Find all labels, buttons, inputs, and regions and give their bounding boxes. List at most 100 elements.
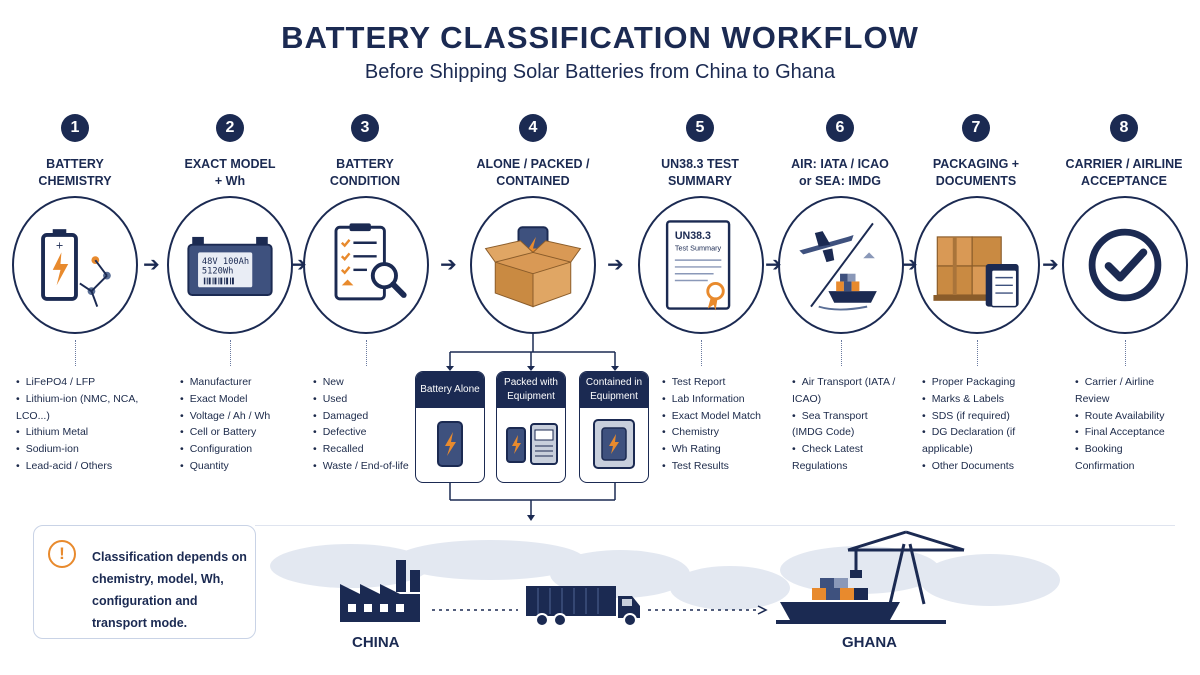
battery-model-icon: 48V 100Ah 5120Wh bbox=[167, 196, 293, 334]
battery-chemistry-icon: + bbox=[12, 196, 138, 334]
packed-with-equipment-icon bbox=[506, 423, 558, 465]
destination-label: GHANA bbox=[842, 634, 897, 651]
boxes-documents-icon bbox=[914, 196, 1040, 334]
dotted-connector bbox=[841, 340, 842, 366]
document-title-text: UN38.3 bbox=[675, 230, 711, 242]
dotted-connector bbox=[701, 340, 702, 366]
flow-arrow-icon: ➔ bbox=[290, 254, 307, 276]
step-number: 8 bbox=[1110, 114, 1138, 142]
step-7: 7 PACKAGING + DOCUMENTS bbox=[911, 114, 1041, 190]
plane-ship-icon bbox=[778, 196, 904, 334]
step-label: AIR: IATA / ICAO or SEA: IMDG bbox=[775, 156, 905, 190]
step-3-bullet-list: New Used Damaged Defective Recalled Wast… bbox=[313, 374, 418, 475]
dotted-connector bbox=[366, 340, 367, 366]
note-line: chemistry, model, Wh, bbox=[92, 572, 224, 586]
step-label-line: CARRIER / AIRLINE bbox=[1065, 157, 1183, 171]
list-item: Lead-acid / Others bbox=[16, 458, 166, 475]
open-box-battery-icon bbox=[470, 196, 596, 334]
step-label: PACKAGING + DOCUMENTS bbox=[911, 156, 1041, 190]
list-item: Defective bbox=[313, 424, 418, 441]
list-item: LiFePO4 / LFP bbox=[16, 374, 166, 391]
list-item: Check Latest Regulations bbox=[792, 441, 897, 475]
list-item: SDS (if required) bbox=[922, 408, 1030, 425]
list-item: Proper Packaging bbox=[922, 374, 1030, 391]
list-item: Voltage / Ah / Wh bbox=[180, 408, 300, 425]
list-item: Sodium-ion bbox=[16, 441, 166, 458]
step-6-bullet-list: Air Transport (IATA / ICAO) Sea Transpor… bbox=[792, 374, 897, 475]
step-label: UN38.3 TEST SUMMARY bbox=[635, 156, 765, 190]
step-number: 2 bbox=[216, 114, 244, 142]
step-1-bullet-list: LiFePO4 / LFP Lithium-ion (NMC, NCA, LCO… bbox=[16, 374, 166, 475]
option-label: Packed with Equipment bbox=[497, 372, 565, 408]
step-number: 4 bbox=[519, 114, 547, 142]
note-line: Classification depends on bbox=[92, 550, 247, 564]
step-number: 3 bbox=[351, 114, 379, 142]
flow-arrow-icon: ➔ bbox=[440, 254, 457, 276]
step-4: 4 ALONE / PACKED / CONTAINED bbox=[468, 114, 598, 190]
note-text: Classification depends on chemistry, mod… bbox=[92, 546, 252, 634]
list-item: DG Declaration (if applicable) bbox=[922, 424, 1030, 458]
step-label-line: EXACT MODEL bbox=[184, 157, 276, 171]
dotted-connector bbox=[977, 340, 978, 366]
list-item: Recalled bbox=[313, 441, 418, 458]
dotted-connector bbox=[230, 340, 231, 366]
step-label-line: AIR: IATA / ICAO bbox=[791, 157, 889, 171]
step-number: 5 bbox=[686, 114, 714, 142]
flow-arrow-icon: ➔ bbox=[901, 254, 918, 276]
document-subtitle-text: Test Summary bbox=[675, 243, 722, 252]
step-label-line: ALONE / PACKED / bbox=[476, 157, 590, 171]
step-label-line: CHEMISTRY bbox=[38, 174, 112, 188]
step-label-line: or SEA: IMDG bbox=[799, 174, 881, 188]
list-item: Quantity bbox=[180, 458, 300, 475]
step-label-line: CONTAINED bbox=[496, 174, 570, 188]
option-battery-alone: Battery Alone bbox=[415, 371, 485, 483]
list-item: Waste / End-of-life bbox=[313, 458, 418, 475]
flow-arrow-icon: ➔ bbox=[143, 254, 160, 276]
shipping-route-illustration bbox=[270, 530, 1060, 627]
truck-icon bbox=[526, 586, 640, 627]
step-1: 1 BATTERY CHEMISTRY bbox=[10, 114, 140, 190]
step-label: BATTERY CONDITION bbox=[300, 156, 430, 190]
exclamation-icon: ! bbox=[48, 540, 76, 568]
step-5-bullet-list: Test Report Lab Information Exact Model … bbox=[662, 374, 774, 475]
check-circle-icon bbox=[1062, 196, 1188, 334]
page-title: BATTERY CLASSIFICATION WORKFLOW bbox=[281, 20, 919, 55]
step-8: 8 CARRIER / AIRLINE ACCEPTANCE bbox=[1059, 114, 1189, 190]
contained-in-equipment-icon bbox=[593, 419, 635, 469]
factory-icon bbox=[340, 560, 420, 622]
list-item: Lithium-ion (NMC, NCA, LCO...) bbox=[16, 391, 166, 425]
option-packed-with-equipment: Packed with Equipment bbox=[496, 371, 566, 483]
step-label-line: CONDITION bbox=[329, 174, 401, 188]
list-item: Other Documents bbox=[922, 458, 1030, 475]
list-item: Lab Information bbox=[662, 391, 774, 408]
step-label-line: UN38.3 TEST bbox=[661, 157, 739, 171]
list-item: Exact Model bbox=[180, 391, 300, 408]
battery-label-text: 5120Wh bbox=[202, 267, 233, 277]
list-item: Configuration bbox=[180, 441, 300, 458]
step-label: BATTERY CHEMISTRY bbox=[10, 156, 140, 190]
checklist-magnifier-icon bbox=[303, 196, 429, 334]
list-item: Wh Rating bbox=[662, 441, 774, 458]
step-number: 7 bbox=[962, 114, 990, 142]
port-crane-ship-icon bbox=[776, 530, 965, 624]
step-5: 5 UN38.3 TEST SUMMARY bbox=[635, 114, 765, 190]
svg-text:+: + bbox=[55, 241, 63, 252]
step-label-line: ACCEPTANCE bbox=[1081, 174, 1167, 188]
list-item: Exact Model Match bbox=[662, 408, 774, 425]
step-number: 1 bbox=[61, 114, 89, 142]
step-2-bullet-list: Manufacturer Exact Model Voltage / Ah / … bbox=[180, 374, 300, 475]
step-6: 6 AIR: IATA / ICAO or SEA: IMDG bbox=[775, 114, 905, 190]
battery-label-text: 48V 100Ah bbox=[202, 257, 249, 267]
step-label-line: DOCUMENTS bbox=[935, 174, 1017, 188]
option-contained-in-equipment: Contained in Equipment bbox=[579, 371, 649, 483]
note-line: configuration and bbox=[92, 594, 198, 608]
step-label: ALONE / PACKED / CONTAINED bbox=[468, 156, 598, 190]
step-8-bullet-list: Carrier / Airline Review Route Availabil… bbox=[1075, 374, 1185, 475]
list-item: Route Availability bbox=[1075, 408, 1185, 425]
list-item: Booking Confirmation bbox=[1075, 441, 1185, 475]
list-item: Carrier / Airline Review bbox=[1075, 374, 1185, 408]
note-line: transport mode. bbox=[92, 616, 188, 630]
list-item: Chemistry bbox=[662, 424, 774, 441]
step-3: 3 BATTERY CONDITION bbox=[300, 114, 430, 190]
list-item: Used bbox=[313, 391, 418, 408]
